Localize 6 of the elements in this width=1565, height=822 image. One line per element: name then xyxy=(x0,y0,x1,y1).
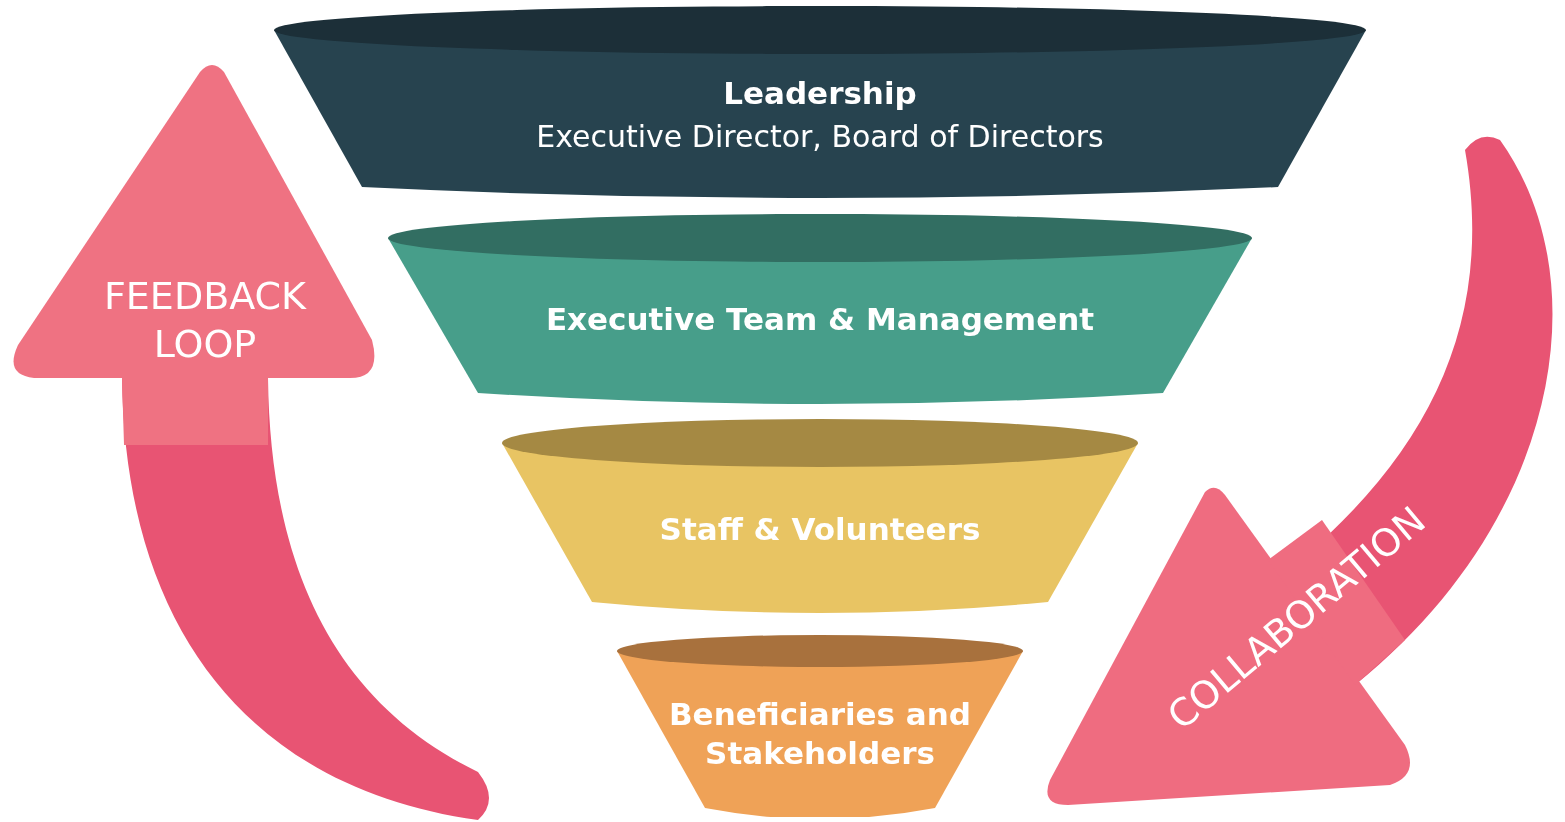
layer-title: Beneficiaries and Stakeholders xyxy=(668,695,972,773)
layer-title: Leadership xyxy=(722,74,918,113)
layer-title: Staff & Volunteers xyxy=(658,510,982,549)
arrow-label: FEEDBACK LOOP xyxy=(103,273,308,368)
layer-title: Executive Team & Management xyxy=(544,300,1096,339)
layer-description: Executive Director, Board of Directors xyxy=(535,118,1105,156)
